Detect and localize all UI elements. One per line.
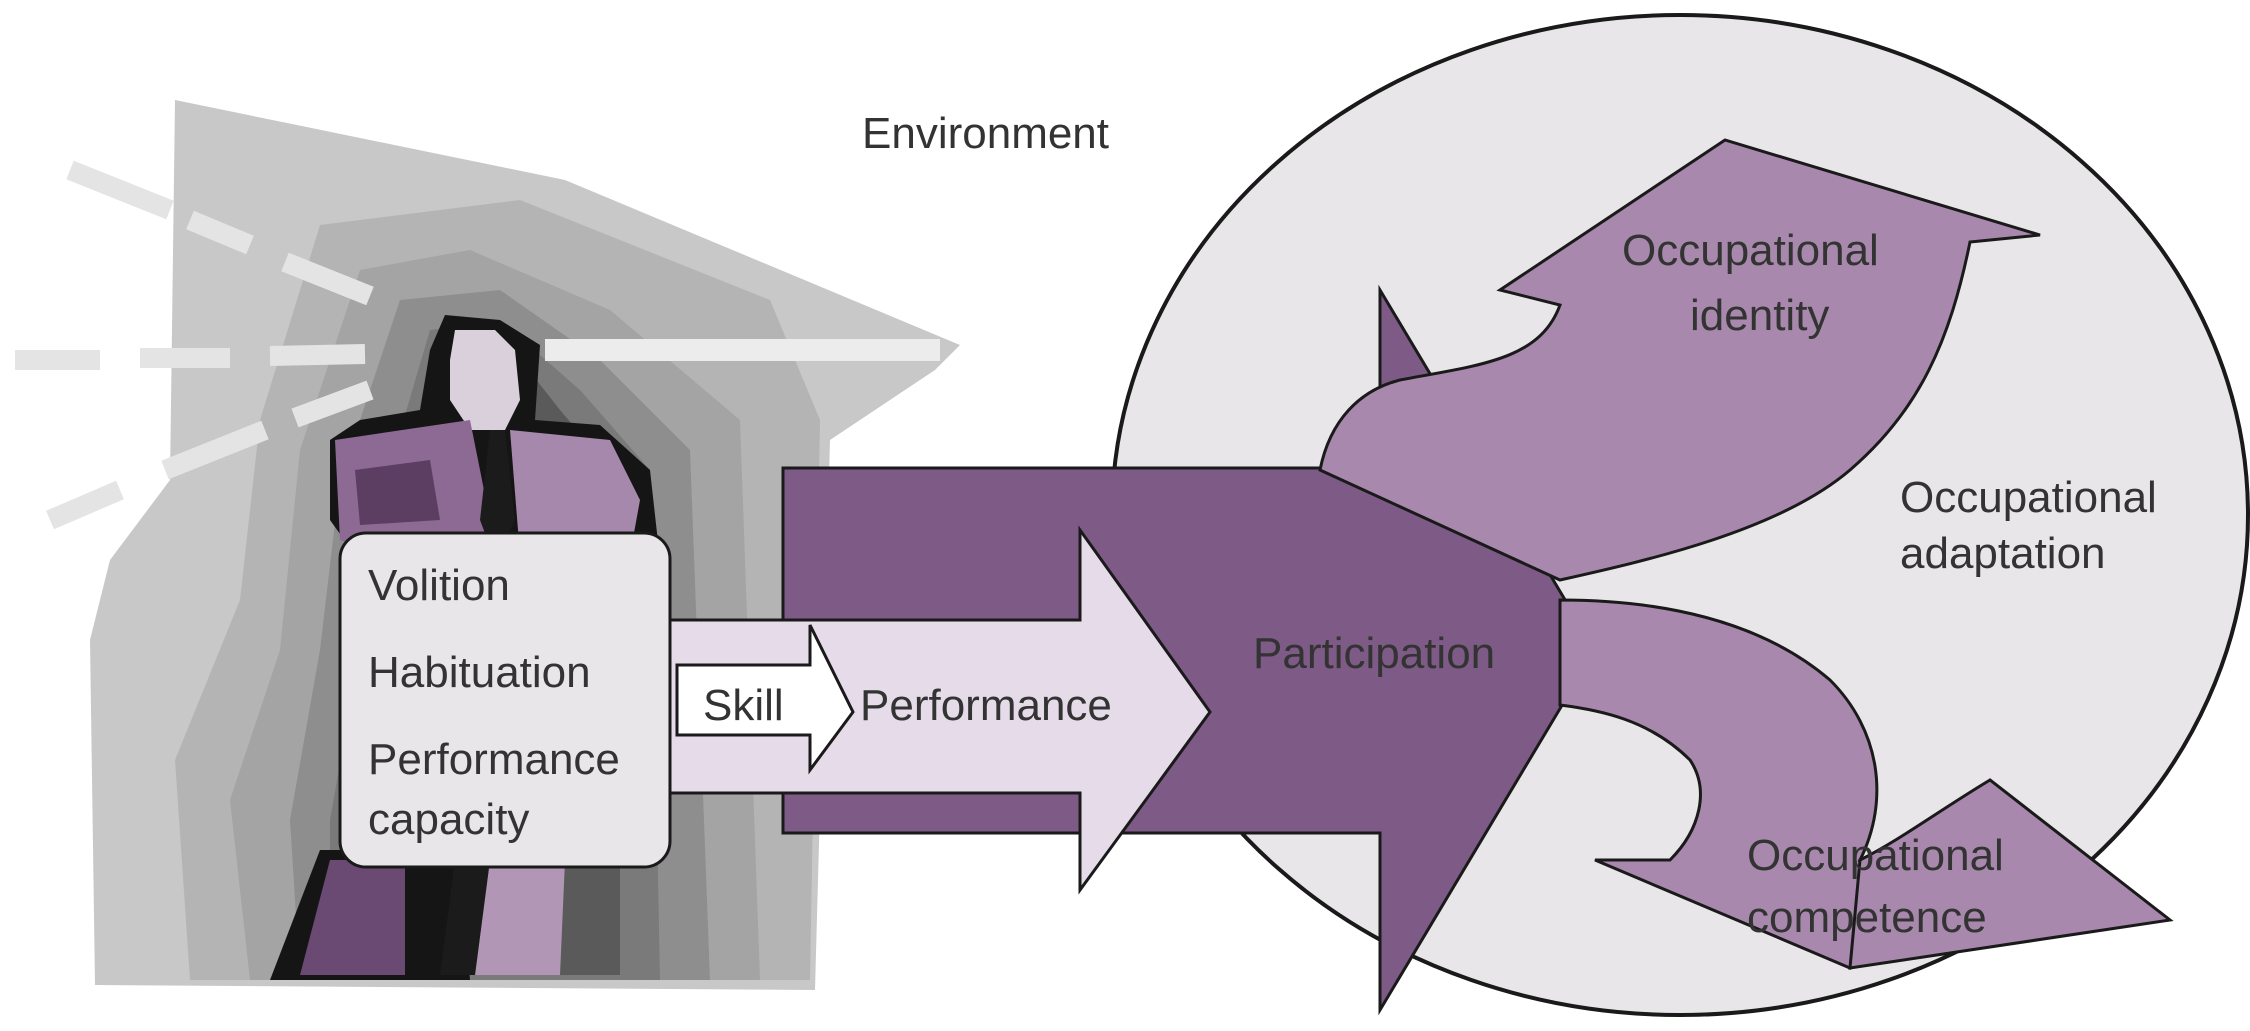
environment-label: Environment — [862, 109, 1109, 158]
occupational-competence-line2: competence — [1747, 893, 1987, 942]
volition-label: Volition — [368, 561, 510, 610]
performance-capacity-line2: capacity — [368, 795, 529, 844]
person-torso-right — [510, 430, 640, 555]
person-leg-right — [475, 860, 565, 975]
light-rays — [15, 160, 940, 530]
person-components-box — [338, 531, 672, 869]
occupational-adaptation-line1: Occupational — [1900, 473, 2157, 522]
person-leg-right-shadow — [440, 860, 490, 975]
person-shirt-accent — [355, 460, 440, 525]
participation-label: Participation — [1253, 629, 1495, 678]
occupational-competence-arrow-head — [1848, 778, 2174, 970]
skill-arrow — [675, 624, 855, 775]
performance-label: Performance — [860, 681, 1112, 730]
person-head — [450, 330, 520, 430]
occupational-competence-line1: Occupational — [1747, 831, 2004, 880]
performance-arrow — [661, 525, 1212, 895]
occupational-adaptation-line2: adaptation — [1900, 529, 2106, 578]
skill-label: Skill — [703, 681, 784, 730]
occupational-identity-line1: Occupational — [1622, 226, 1879, 275]
occupational-identity-arrow — [1318, 138, 2041, 582]
occupational-identity-line2: identity — [1690, 291, 1829, 340]
occupational-competence-arrow — [1558, 598, 1893, 970]
person-leg-left — [300, 860, 405, 975]
person-tie — [480, 430, 515, 560]
performance-capacity-line1: Performance — [368, 735, 620, 784]
habituation-label: Habituation — [368, 648, 591, 697]
